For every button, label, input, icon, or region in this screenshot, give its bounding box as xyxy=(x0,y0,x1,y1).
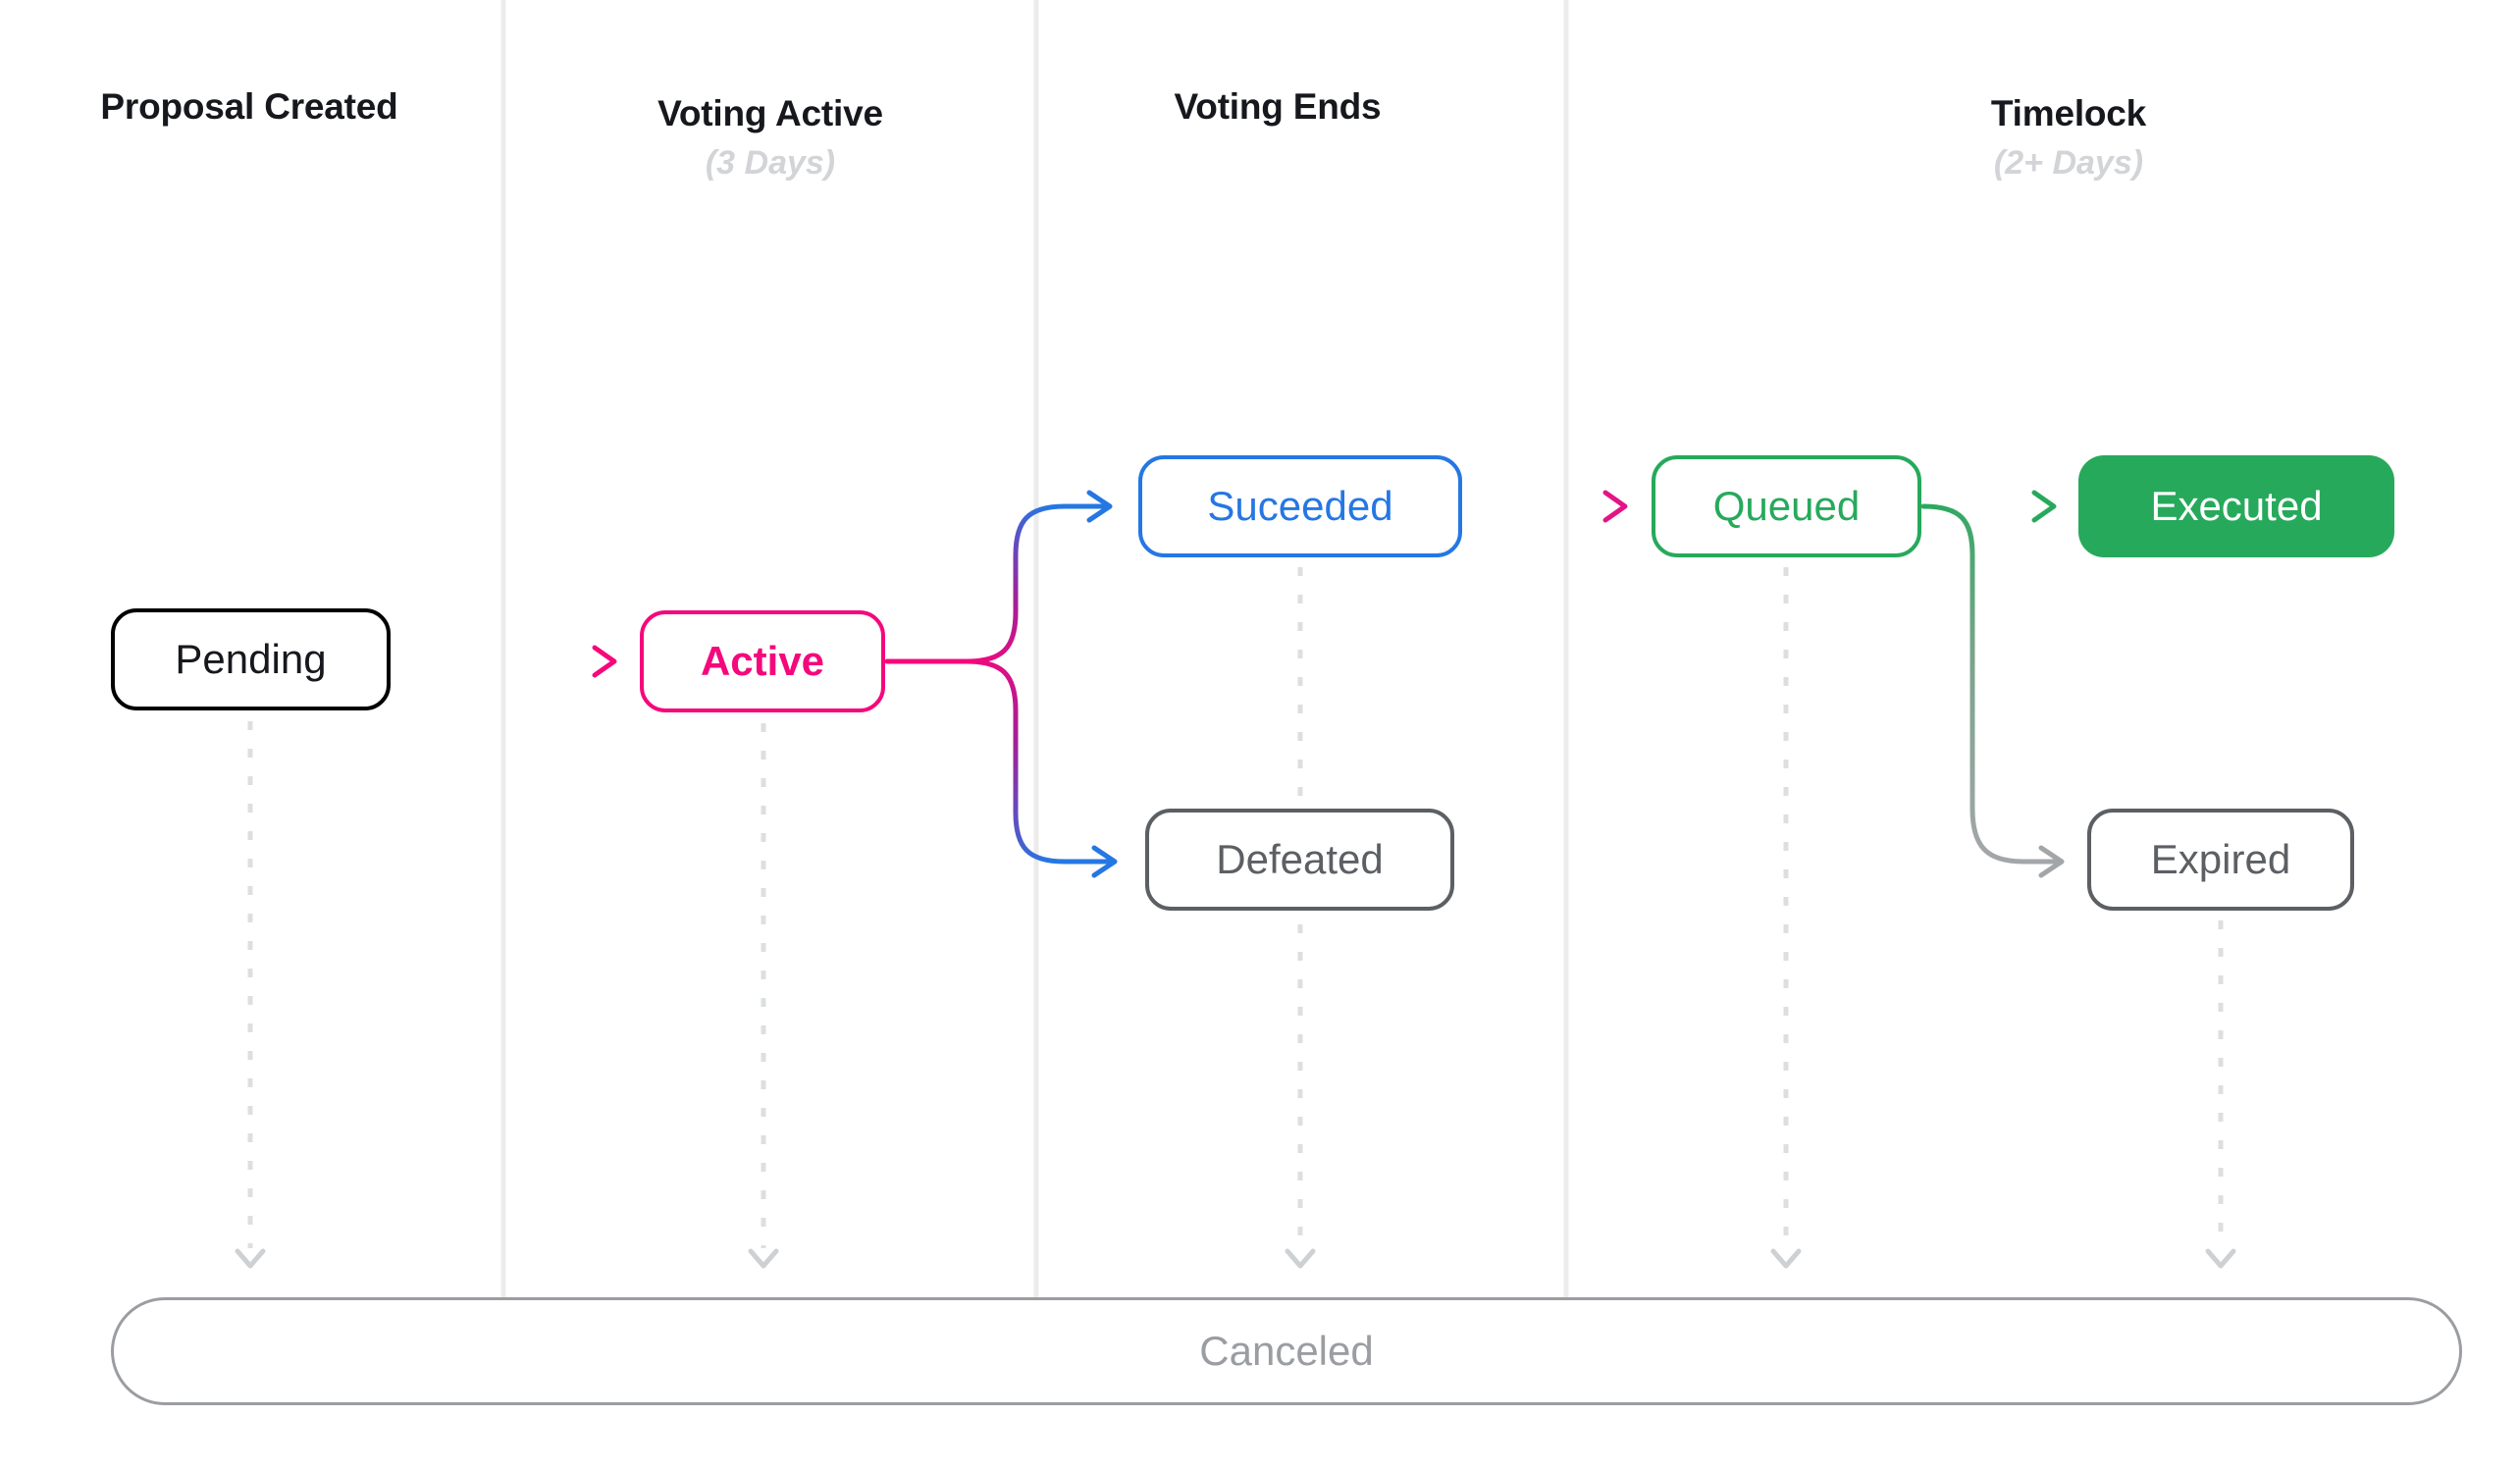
phase-label-proposal-created: Proposal Created xyxy=(100,86,397,129)
phase-divider-group xyxy=(500,0,1569,1297)
dropline-arrow-expired xyxy=(2205,1248,2236,1269)
edge-pending-to-active xyxy=(390,645,617,678)
phase-title: Timelock xyxy=(1990,93,2147,133)
state-node-label: Expired xyxy=(2150,836,2291,882)
dropline-arrow-queued xyxy=(1770,1248,1802,1269)
phase-subtitle: (2+ Days) xyxy=(1993,143,2144,182)
state-node-label: Canceled xyxy=(1199,1328,1374,1374)
state-node-expired[interactable]: Expired xyxy=(2087,809,2354,911)
state-node-suceeded[interactable]: Suceeded xyxy=(1138,455,1462,557)
state-node-label: Queued xyxy=(1712,483,1861,529)
phase-title: Voting Ends xyxy=(1174,86,1382,127)
dropline-arrow-pending xyxy=(235,1248,266,1269)
state-node-label: Active xyxy=(700,638,825,684)
dropline-arrow-suceeded xyxy=(1285,1248,1316,1269)
state-node-pending[interactable]: Pending xyxy=(111,608,391,710)
phase-title: Voting Active xyxy=(657,93,883,133)
state-node-label: Suceeded xyxy=(1207,483,1393,529)
state-node-label: Defeated xyxy=(1216,836,1384,882)
state-node-queued[interactable]: Queued xyxy=(1652,455,1921,557)
state-node-label: Executed xyxy=(2150,483,2323,529)
phase-label-voting-active: Voting Active (3 Days) xyxy=(657,93,883,185)
phase-title: Proposal Created xyxy=(100,86,398,127)
state-node-canceled[interactable]: Canceled xyxy=(111,1297,2462,1405)
phase-subtitle: (3 Days) xyxy=(705,143,836,182)
phase-label-timelock: Timelock (2+ Days) xyxy=(1991,93,2146,185)
edge-suceeded-to-queued xyxy=(1461,490,1628,523)
edge-active-to-suceeded xyxy=(964,490,1113,664)
state-node-executed[interactable]: Executed xyxy=(2078,455,2394,557)
cancel-dropline-arrowheads xyxy=(235,1248,2236,1269)
state-node-active[interactable]: Active xyxy=(640,610,885,712)
edge-queued-to-expired xyxy=(1920,503,2065,878)
dropline-arrow-active xyxy=(748,1248,779,1269)
state-node-label: Pending xyxy=(175,636,327,682)
phase-label-voting-ends: Voting Ends xyxy=(1175,86,1382,129)
edge-active-to-defeated xyxy=(964,658,1118,878)
cancel-dropline-group xyxy=(247,567,2224,1248)
state-node-defeated[interactable]: Defeated xyxy=(1145,809,1454,911)
